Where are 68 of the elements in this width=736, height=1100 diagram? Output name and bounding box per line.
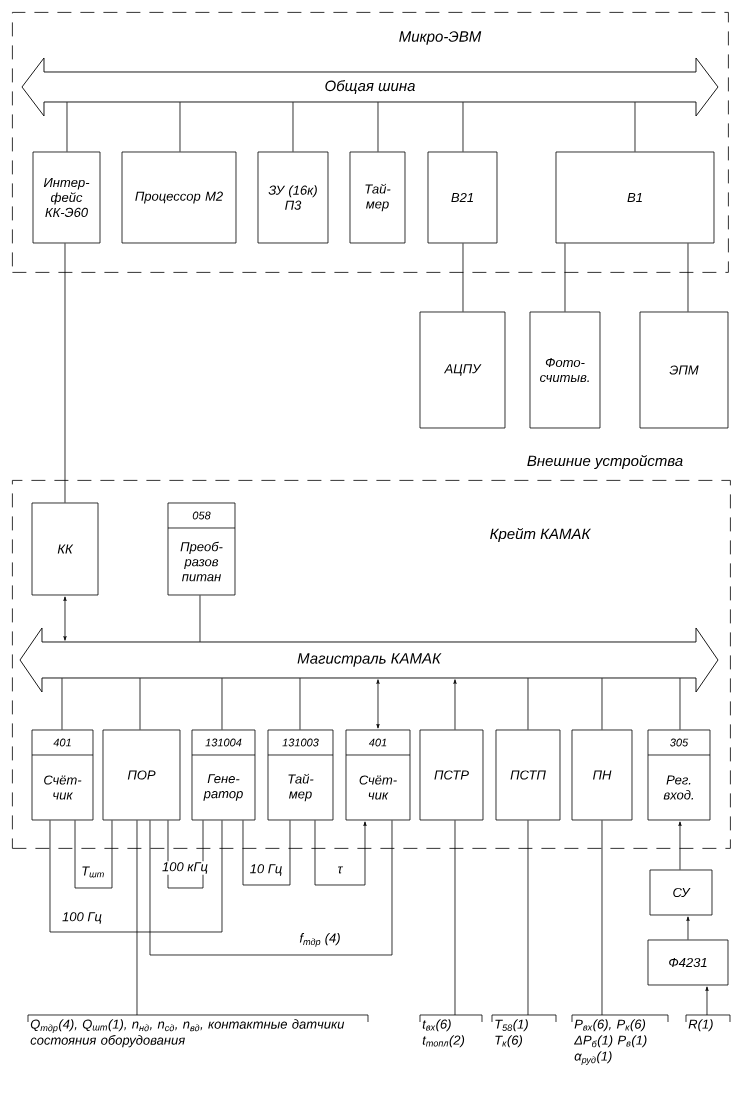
block-box: ПН	[571, 729, 633, 821]
connector	[453, 679, 457, 730]
signal-list: Q$_{тдр}$(4), Q$_{шт}$(1), n$_{нд}$, n$_{сд}$, n$_{вд}$, контактные датчики состояния оборудования	[27, 1014, 369, 1048]
connector	[377, 101, 379, 152]
block-box: 305 Рег. вход.	[647, 729, 711, 821]
connector	[527, 820, 529, 1016]
connector	[149, 820, 393, 956]
connector	[462, 243, 464, 312]
connector	[199, 595, 201, 643]
connector	[462, 101, 464, 152]
block-box: ЗУ (16к) П3	[257, 151, 329, 244]
connector	[74, 820, 113, 889]
connector	[242, 820, 291, 886]
connector	[66, 101, 68, 152]
block-box: ЭПМ	[639, 311, 729, 429]
connector	[678, 821, 682, 870]
signal-list: R(1)	[685, 1014, 731, 1032]
block-box: Фото- считыв.	[529, 311, 601, 429]
block-box: ПОР	[102, 729, 181, 821]
connector	[221, 677, 223, 730]
block-box: В1	[555, 151, 715, 244]
block-box: 401 Счёт- чик	[31, 729, 94, 821]
edge-label: 100 Гц	[61, 911, 103, 925]
connector	[454, 820, 456, 1016]
connector	[179, 101, 181, 152]
block-box: В21	[427, 151, 498, 244]
connector	[705, 986, 709, 1016]
edge-label: T$_{шт}$	[80, 865, 106, 879]
connector	[679, 677, 681, 730]
connector	[314, 820, 367, 886]
connector	[601, 820, 603, 1016]
connector	[299, 677, 301, 730]
signal-list: T$_{58}$(1) T$_{к}$(6)	[491, 1014, 557, 1048]
group-caption: Внешние устройства	[527, 454, 683, 470]
connector	[64, 243, 66, 503]
block-box: Ф4231	[647, 939, 729, 986]
connector	[687, 243, 689, 312]
connector	[376, 679, 380, 729]
block-box: 131003 Тай- мер	[267, 729, 334, 821]
block-box: Тай- мер	[349, 151, 406, 244]
signal-list: P$_{вх}$(6), P$_{к}$(6) ΔP$_{б}$(1) P$_{в}$(1) α$_{руд}$(1)	[571, 1014, 669, 1065]
connector	[136, 820, 138, 1016]
connector	[686, 916, 690, 940]
block-box: СУ	[649, 869, 713, 916]
connector	[49, 820, 223, 933]
edge-label: τ	[336, 865, 344, 875]
block-box: Интер- фейс КК-Э60	[32, 151, 101, 244]
connector	[634, 101, 636, 152]
signal-list: t$_{вх}$(6) t$_{топл}$(2)	[419, 1014, 483, 1048]
block-box: ПСТР	[419, 729, 484, 821]
connector	[61, 677, 63, 730]
connector	[167, 820, 204, 889]
block-box: Процессор М2	[121, 151, 237, 244]
edge-label: 10 Гц	[248, 863, 284, 877]
block-box: 401 Счёт- чик	[345, 729, 411, 821]
connector	[527, 677, 529, 730]
connector	[139, 677, 141, 730]
connector	[63, 596, 67, 641]
block-box: КК	[31, 502, 99, 596]
block-box: АЦПУ	[419, 311, 506, 429]
edge-label: 100 кГц	[161, 861, 209, 875]
block-box: ПСТП	[495, 729, 561, 821]
connector	[564, 243, 566, 312]
edge-label: f$_{тдр}$ (4)	[298, 932, 342, 948]
connector	[601, 677, 603, 730]
block-box: 131004 Гене- ратор	[191, 729, 256, 821]
connector	[292, 101, 294, 152]
block-box: 058 Преоб- разов питан	[167, 502, 236, 596]
